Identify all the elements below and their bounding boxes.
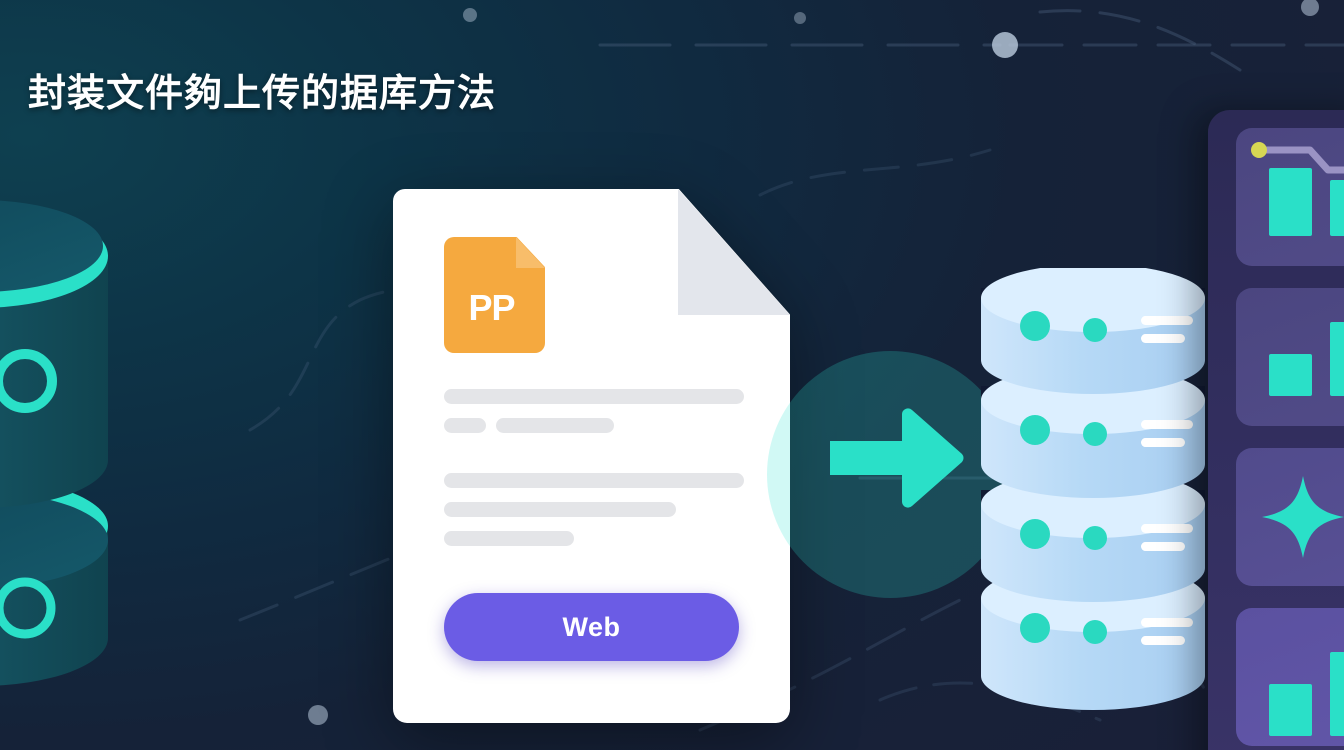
document-fold-corner [678, 189, 790, 315]
placeholder-line [444, 473, 744, 488]
placeholder-line [444, 389, 744, 404]
bar-chart-card-2[interactable] [1236, 608, 1344, 746]
bar-chart-graphic-2 [1269, 652, 1344, 736]
placeholder-line-row [444, 418, 744, 433]
database-stack-icon [981, 268, 1205, 710]
powerpoint-file-icon: PP [444, 237, 545, 353]
file-icon-label: PP [468, 287, 515, 328]
dashboard-panel [1208, 110, 1344, 750]
document-placeholder-lines [444, 389, 744, 560]
bar-chart-card[interactable] [1236, 288, 1344, 426]
web-button-label: Web [562, 611, 621, 642]
web-button[interactable]: Web [444, 593, 739, 661]
placeholder-line [444, 502, 676, 517]
bar-chart-graphic [1269, 322, 1344, 396]
sparkle-highlight-card[interactable] [1236, 448, 1344, 586]
arrow-right-icon [830, 408, 964, 508]
bar-chart-with-trend-card[interactable] [1236, 128, 1344, 266]
placeholder-line [496, 418, 614, 433]
placeholder-line [444, 418, 486, 433]
left-database-cylinder [0, 200, 108, 686]
bar-chart-trend-graphic [1251, 142, 1344, 236]
placeholder-line [444, 531, 574, 546]
page-title: 封装文件夠上传的据库方法 [28, 73, 497, 115]
document-card[interactable]: PP Web [393, 189, 790, 723]
sparkle-icon [1262, 476, 1344, 558]
